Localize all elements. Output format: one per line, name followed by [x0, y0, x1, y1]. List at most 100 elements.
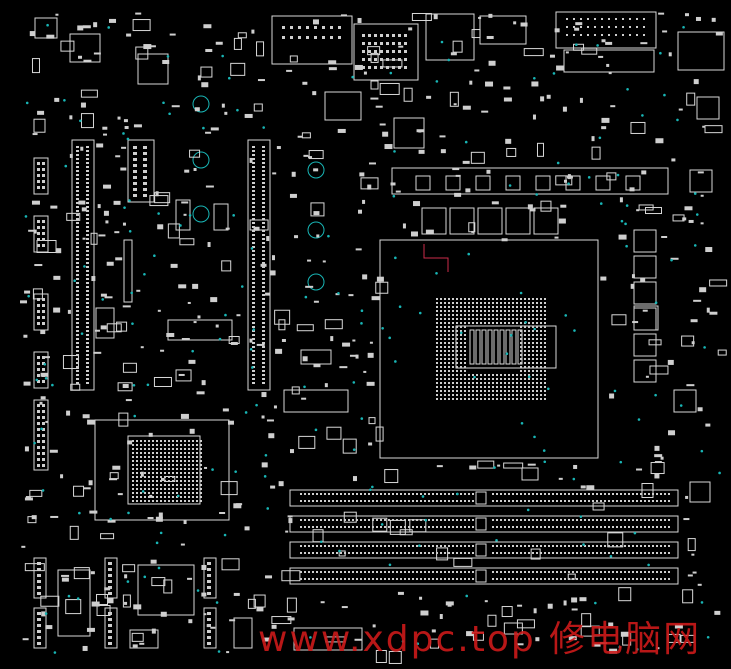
m2-slot[interactable]	[167, 319, 233, 341]
dimm-slot-1[interactable]	[289, 489, 679, 507]
cap-block[interactable]	[633, 359, 657, 383]
passive[interactable]	[153, 376, 172, 387]
passive[interactable]	[29, 489, 43, 497]
passive[interactable]	[80, 89, 98, 98]
component-layer[interactable]	[24, 11, 728, 664]
front-panel-header[interactable]	[104, 557, 118, 599]
passive[interactable]	[230, 62, 246, 76]
passive[interactable]	[274, 309, 291, 325]
passive[interactable]	[606, 172, 617, 181]
passive[interactable]	[24, 563, 45, 572]
passive[interactable]	[403, 87, 413, 102]
pcie-slot-2[interactable]	[247, 139, 271, 391]
passive[interactable]	[70, 383, 81, 391]
cpu-center-bar[interactable]	[487, 329, 493, 365]
passive[interactable]	[682, 589, 694, 604]
passive[interactable]	[117, 382, 133, 392]
cap-block[interactable]	[633, 255, 657, 279]
passive[interactable]	[33, 118, 46, 133]
via-ring[interactable]	[192, 151, 210, 169]
front-panel-header[interactable]	[203, 607, 217, 649]
passive[interactable]	[506, 147, 517, 157]
passive[interactable]	[343, 511, 357, 523]
passive[interactable]	[73, 485, 85, 497]
passive[interactable]	[607, 532, 624, 548]
passive[interactable]	[648, 339, 662, 346]
passive[interactable]	[368, 417, 376, 425]
passive[interactable]	[233, 37, 242, 50]
passive[interactable]	[681, 335, 695, 347]
passive[interactable]	[430, 638, 440, 649]
passive[interactable]	[60, 40, 75, 52]
passive[interactable]	[567, 573, 576, 580]
passive[interactable]	[289, 55, 298, 63]
cap-elec[interactable]	[213, 203, 229, 231]
trace-segment[interactable]	[423, 244, 449, 272]
passive[interactable]	[291, 386, 300, 395]
passive[interactable]	[189, 149, 201, 158]
cap-large[interactable]	[696, 96, 720, 120]
passive[interactable]	[704, 125, 723, 134]
cap-large[interactable]	[689, 481, 711, 503]
passive[interactable]	[453, 557, 473, 567]
passive[interactable]	[167, 223, 180, 239]
dimm-key[interactable]	[475, 517, 487, 531]
passive[interactable]	[372, 517, 388, 532]
passive[interactable]	[449, 91, 459, 107]
passive[interactable]	[100, 533, 115, 540]
passive[interactable]	[411, 12, 432, 21]
passive[interactable]	[580, 625, 600, 637]
passive[interactable]	[573, 43, 585, 51]
passive[interactable]	[281, 570, 301, 582]
via-ring[interactable]	[307, 273, 325, 291]
passive[interactable]	[135, 46, 149, 60]
passive[interactable]	[237, 32, 247, 39]
passive[interactable]	[96, 605, 111, 617]
mosfet[interactable]	[415, 175, 431, 191]
dvi-port[interactable]	[353, 23, 419, 81]
passive[interactable]	[324, 319, 343, 330]
vga-port[interactable]	[271, 15, 353, 65]
passive[interactable]	[581, 613, 592, 628]
cpu-center-bar[interactable]	[469, 329, 475, 365]
passive[interactable]	[717, 349, 727, 356]
passive[interactable]	[131, 632, 144, 642]
passive[interactable]	[388, 650, 402, 664]
passive[interactable]	[65, 599, 82, 615]
passive[interactable]	[296, 324, 314, 332]
passive[interactable]	[592, 502, 605, 511]
passive[interactable]	[667, 633, 681, 643]
passive[interactable]	[200, 66, 213, 78]
passive[interactable]	[278, 319, 286, 331]
via-ring[interactable]	[307, 221, 325, 239]
passive[interactable]	[503, 622, 523, 635]
dimm-slot-2[interactable]	[289, 515, 679, 533]
battery-holder[interactable]	[233, 617, 253, 649]
passive[interactable]	[709, 279, 728, 287]
passive[interactable]	[122, 362, 137, 373]
dimm-key[interactable]	[475, 491, 487, 505]
side-header[interactable]	[33, 293, 49, 331]
vrm-row[interactable]	[391, 167, 669, 195]
passive[interactable]	[73, 567, 90, 580]
passive[interactable]	[686, 92, 696, 106]
passive[interactable]	[470, 151, 485, 164]
clock-gen[interactable]	[137, 53, 169, 85]
side-header[interactable]	[33, 399, 49, 471]
passive[interactable]	[253, 594, 266, 608]
passive[interactable]	[308, 150, 324, 160]
power-ic[interactable]	[393, 117, 425, 149]
dimm-key[interactable]	[475, 569, 487, 583]
passive[interactable]	[399, 529, 413, 536]
passive[interactable]	[379, 82, 400, 95]
passive[interactable]	[175, 369, 192, 382]
passive[interactable]	[66, 212, 81, 221]
choke[interactable]	[421, 207, 447, 235]
passive[interactable]	[312, 529, 324, 543]
passive[interactable]	[471, 29, 481, 39]
passive[interactable]	[163, 579, 173, 594]
passive[interactable]	[31, 58, 40, 74]
passive[interactable]	[375, 426, 384, 442]
via-ring[interactable]	[307, 161, 325, 179]
